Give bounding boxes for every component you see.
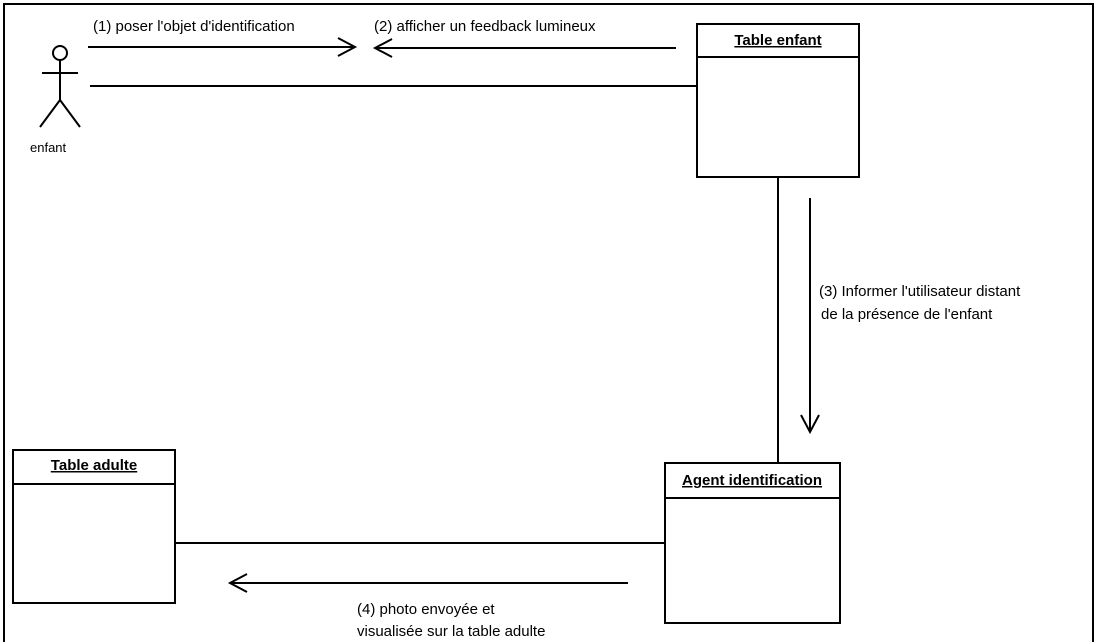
actor-leg-right <box>59 99 81 128</box>
message-4-label-line2: visualisée sur la table adulte <box>357 623 545 640</box>
message-1-arrow <box>88 37 358 57</box>
actor-label: enfant <box>30 140 67 155</box>
diagram-frame <box>3 3 1094 642</box>
message-2-label: (2) afficher un feedback lumineux <box>374 18 596 35</box>
actor-head <box>52 45 68 61</box>
object-agent-identification[interactable]: Agent identification <box>664 462 841 624</box>
message-4-arrow <box>227 573 628 593</box>
object-table-adulte[interactable]: Table adulte <box>12 449 176 604</box>
agent-identification-title: Agent identification <box>682 472 822 489</box>
table-adulte-box <box>12 449 176 604</box>
message-3-label-line2: de la présence de l'enfant <box>821 306 993 323</box>
actor-enfant[interactable]: enfant <box>30 45 81 155</box>
message-3-arrow <box>800 198 820 435</box>
message-2-arrow <box>372 38 676 58</box>
actor-leg-left <box>39 99 61 128</box>
table-adulte-title: Table adulte <box>51 457 137 474</box>
table-enfant-box <box>696 23 860 178</box>
table-enfant-title: Table enfant <box>734 32 821 49</box>
message-1-label: (1) poser l'objet d'identification <box>93 18 295 35</box>
message-4-label-line1: (4) photo envoyée et <box>357 601 495 618</box>
message-3-label-line1: (3) Informer l'utilisateur distant <box>819 283 1021 300</box>
object-table-enfant[interactable]: Table enfant <box>696 23 860 178</box>
agent-identification-box <box>664 462 841 624</box>
